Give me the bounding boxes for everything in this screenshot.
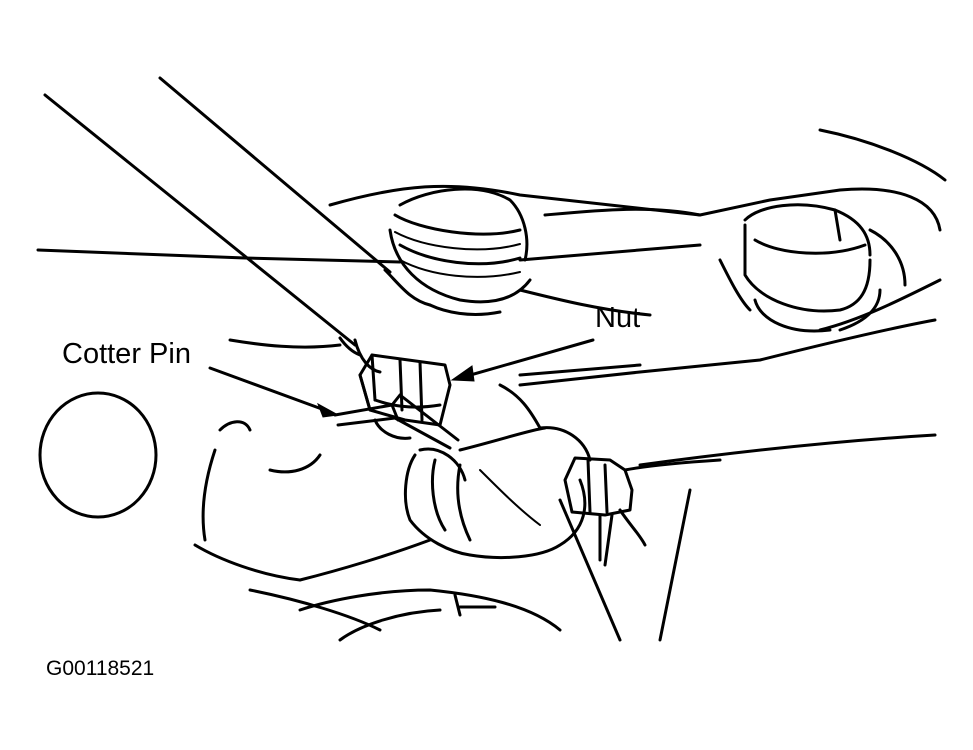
cotter-pin-label: Cotter Pin — [62, 338, 191, 370]
dust-boot — [404, 363, 642, 560]
figure-id: G00118521 — [46, 657, 155, 680]
leader-lines — [208, 338, 595, 418]
lower-body — [38, 391, 562, 642]
control-arm — [43, 76, 432, 357]
connector-end — [563, 456, 722, 567]
cotter-pin-shape — [333, 393, 460, 450]
nut-label: Nut — [595, 302, 641, 334]
body-outline — [36, 128, 947, 642]
bushing-left — [388, 187, 532, 316]
bushing-right — [718, 203, 907, 333]
